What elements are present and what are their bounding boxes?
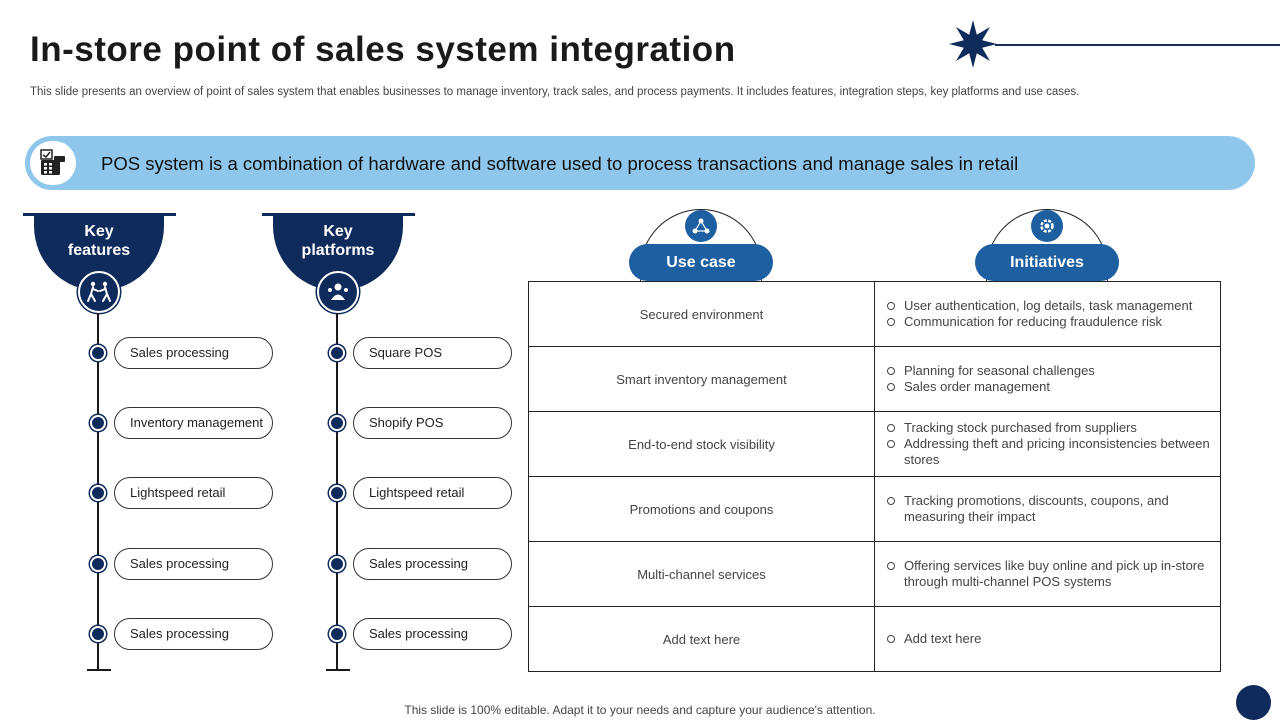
key-features-dot — [90, 345, 106, 361]
footer-note: This slide is 100% editable. Adapt it to… — [404, 703, 876, 717]
initiatives-cell: Tracking promotions, discounts, coupons,… — [874, 476, 1221, 542]
use-case-header: Use case — [629, 244, 773, 281]
key-platforms-top-bar — [262, 213, 415, 216]
key-platforms-dot — [329, 345, 345, 361]
table-row: Secured environment User authentication,… — [528, 281, 1221, 347]
table-row: Add text here Add text here — [528, 606, 1221, 672]
table-row: Promotions and coupons Tracking promotio… — [528, 476, 1221, 542]
key-platforms-dot — [329, 415, 345, 431]
initiative-item: Tracking stock purchased from suppliers — [887, 420, 1210, 436]
people-running-icon — [78, 271, 120, 313]
definition-banner — [25, 136, 1255, 190]
use-case-table: Secured environment User authentication,… — [528, 281, 1221, 672]
initiatives-cell: User authentication, log details, task m… — [874, 281, 1221, 347]
use-case-cell: Secured environment — [528, 281, 875, 347]
key-features-dot — [90, 485, 106, 501]
initiative-item: User authentication, log details, task m… — [887, 298, 1210, 314]
gear-icon — [1031, 210, 1063, 242]
initiatives-cell: Tracking stock purchased from suppliers … — [874, 411, 1221, 477]
key-platforms-dot — [329, 556, 345, 572]
platform-item: Shopify POS — [353, 407, 512, 439]
page-subtitle: This slide presents an overview of point… — [30, 86, 1080, 98]
star-icon — [949, 20, 997, 68]
key-features-dot — [90, 415, 106, 431]
key-features-dot — [90, 626, 106, 642]
key-features-top-bar — [23, 213, 176, 216]
feature-item: Sales processing — [114, 337, 273, 369]
table-row: End-to-end stock visibility Tracking sto… — [528, 411, 1221, 477]
page-title: In-store point of sales system integrati… — [30, 30, 736, 69]
key-platforms-dot — [329, 626, 345, 642]
network-icon — [685, 210, 717, 242]
initiatives-cell: Offering services like buy online and pi… — [874, 541, 1221, 607]
initiative-item: Planning for seasonal challenges — [887, 363, 1210, 379]
feature-item: Inventory management — [114, 407, 273, 439]
feature-item: Lightspeed retail — [114, 477, 273, 509]
key-features-timeline-foot — [87, 669, 111, 671]
initiative-item: Addressing theft and pricing inconsisten… — [887, 436, 1210, 468]
use-case-cell: Multi-channel services — [528, 541, 875, 607]
initiative-item: Tracking promotions, discounts, coupons,… — [887, 493, 1210, 525]
platform-item: Lightspeed retail — [353, 477, 512, 509]
initiatives-cell: Planning for seasonal challenges Sales o… — [874, 346, 1221, 412]
initiative-item: Add text here — [887, 631, 1210, 647]
key-platforms-timeline-foot — [326, 669, 350, 671]
initiative-item: Communication for reducing fraudulence r… — [887, 314, 1210, 330]
team-icon — [317, 271, 359, 313]
feature-item: Sales processing — [114, 618, 273, 650]
use-case-cell: End-to-end stock visibility — [528, 411, 875, 477]
platform-item: Sales processing — [353, 548, 512, 580]
use-case-cell: Promotions and coupons — [528, 476, 875, 542]
pos-terminal-icon — [30, 141, 76, 185]
corner-decoration — [1236, 685, 1271, 720]
initiative-item: Offering services like buy online and pi… — [887, 558, 1210, 590]
key-platforms-dot — [329, 485, 345, 501]
initiative-item: Sales order management — [887, 379, 1210, 395]
initiatives-header: Initiatives — [975, 244, 1119, 281]
platform-item: Square POS — [353, 337, 512, 369]
table-row: Smart inventory management Planning for … — [528, 346, 1221, 412]
banner-text: POS system is a combination of hardware … — [101, 153, 1019, 174]
table-row: Multi-channel services Offering services… — [528, 541, 1221, 607]
feature-item: Sales processing — [114, 548, 273, 580]
use-case-cell: Smart inventory management — [528, 346, 875, 412]
initiatives-cell: Add text here — [874, 606, 1221, 672]
use-case-cell: Add text here — [528, 606, 875, 672]
decorative-line — [995, 44, 1280, 46]
platform-item: Sales processing — [353, 618, 512, 650]
key-features-dot — [90, 556, 106, 572]
